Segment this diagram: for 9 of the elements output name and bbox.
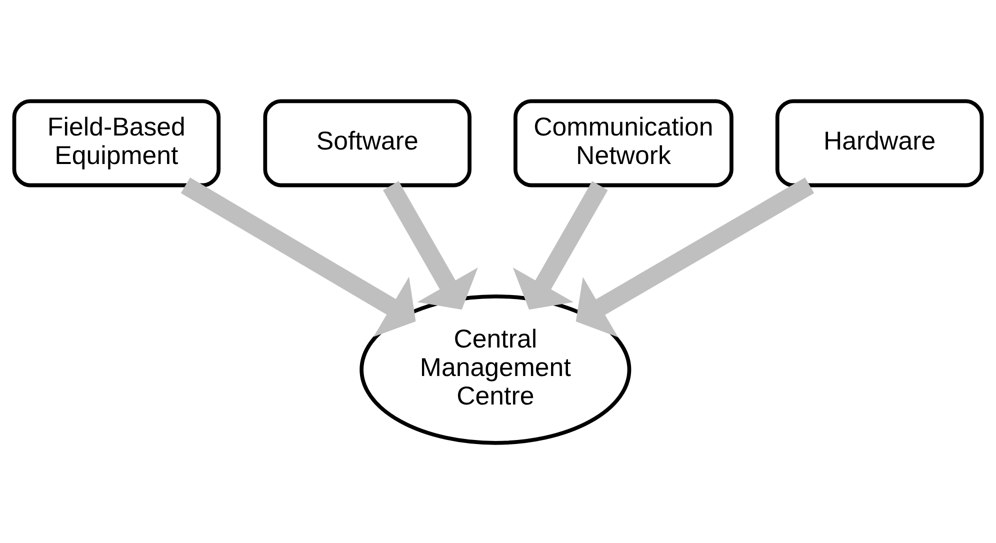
node-box: Communication Network (514, 98, 734, 187)
arrow (180, 177, 416, 336)
node-box: Software (263, 98, 472, 187)
node-box: Field-Based Equipment (12, 98, 221, 187)
arrow (512, 180, 608, 310)
node-ellipse: Central Management Centre (360, 294, 632, 444)
node-box: Hardware (775, 98, 984, 187)
arrow (576, 176, 814, 337)
arrow (382, 180, 478, 310)
